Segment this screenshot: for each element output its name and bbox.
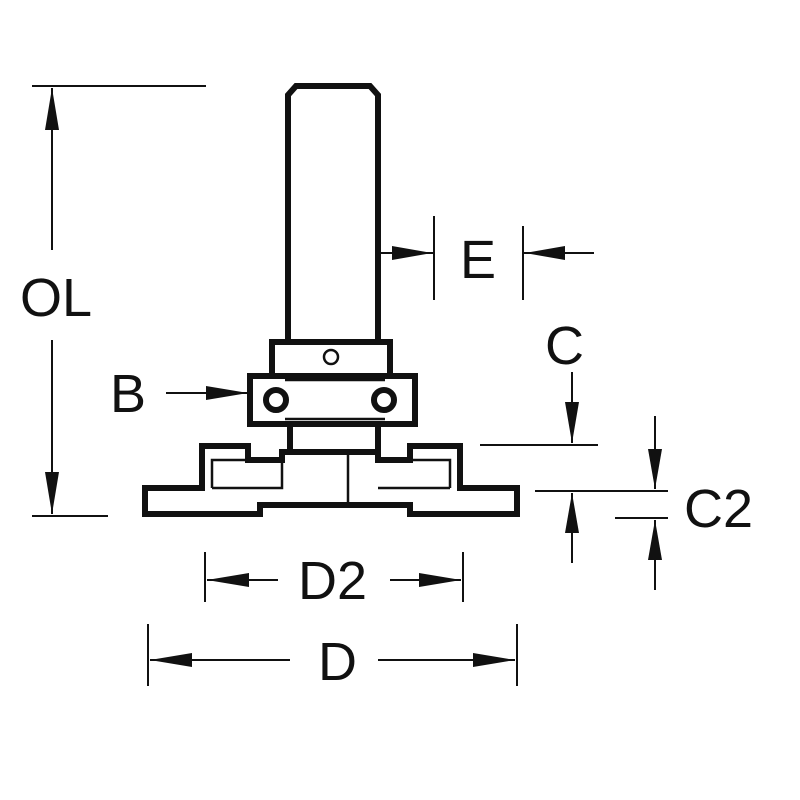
e-arrow-right bbox=[525, 246, 565, 260]
c2-arrow-bottom bbox=[648, 520, 662, 560]
c2-arrow-top bbox=[648, 449, 662, 489]
ol-arrow-top bbox=[45, 88, 59, 130]
d-dimension: D bbox=[147, 624, 518, 692]
collar-screw-hole bbox=[322, 348, 340, 366]
e-label: E bbox=[460, 230, 496, 290]
bearing-hole-left bbox=[263, 387, 289, 413]
router-bit bbox=[142, 83, 520, 517]
ol-dimension: OL bbox=[20, 85, 206, 517]
d2-label: D2 bbox=[298, 551, 367, 611]
upper-collar bbox=[269, 339, 393, 379]
c-dimension: C bbox=[480, 316, 598, 446]
c2-dimension: C2 bbox=[535, 416, 753, 590]
ol-label: OL bbox=[20, 268, 92, 328]
d2-arrow-right bbox=[419, 573, 461, 587]
d-label: D bbox=[318, 632, 357, 692]
c-arrow bbox=[565, 402, 579, 443]
c2-arrow-lower-left bbox=[565, 493, 579, 533]
bearing-hole-right bbox=[371, 387, 397, 413]
d2-dimension: D2 bbox=[204, 551, 464, 611]
b-arrow bbox=[206, 386, 248, 400]
c2-label: C2 bbox=[684, 479, 753, 539]
d-arrow-right bbox=[473, 653, 515, 667]
b-label: B bbox=[110, 364, 146, 424]
e-arrow-left bbox=[392, 246, 432, 260]
bearing bbox=[247, 373, 418, 427]
cutter-inner-step-right bbox=[378, 458, 452, 490]
neck bbox=[287, 424, 381, 452]
d2-arrow-left bbox=[207, 573, 249, 587]
d-arrow-left bbox=[150, 653, 192, 667]
shank bbox=[285, 83, 381, 340]
cutter-inner-step-left bbox=[210, 458, 284, 490]
b-pointer: B bbox=[110, 364, 248, 424]
c-label: C bbox=[545, 316, 584, 376]
ol-arrow-bottom bbox=[45, 472, 59, 514]
e-dimension: E bbox=[380, 216, 594, 300]
